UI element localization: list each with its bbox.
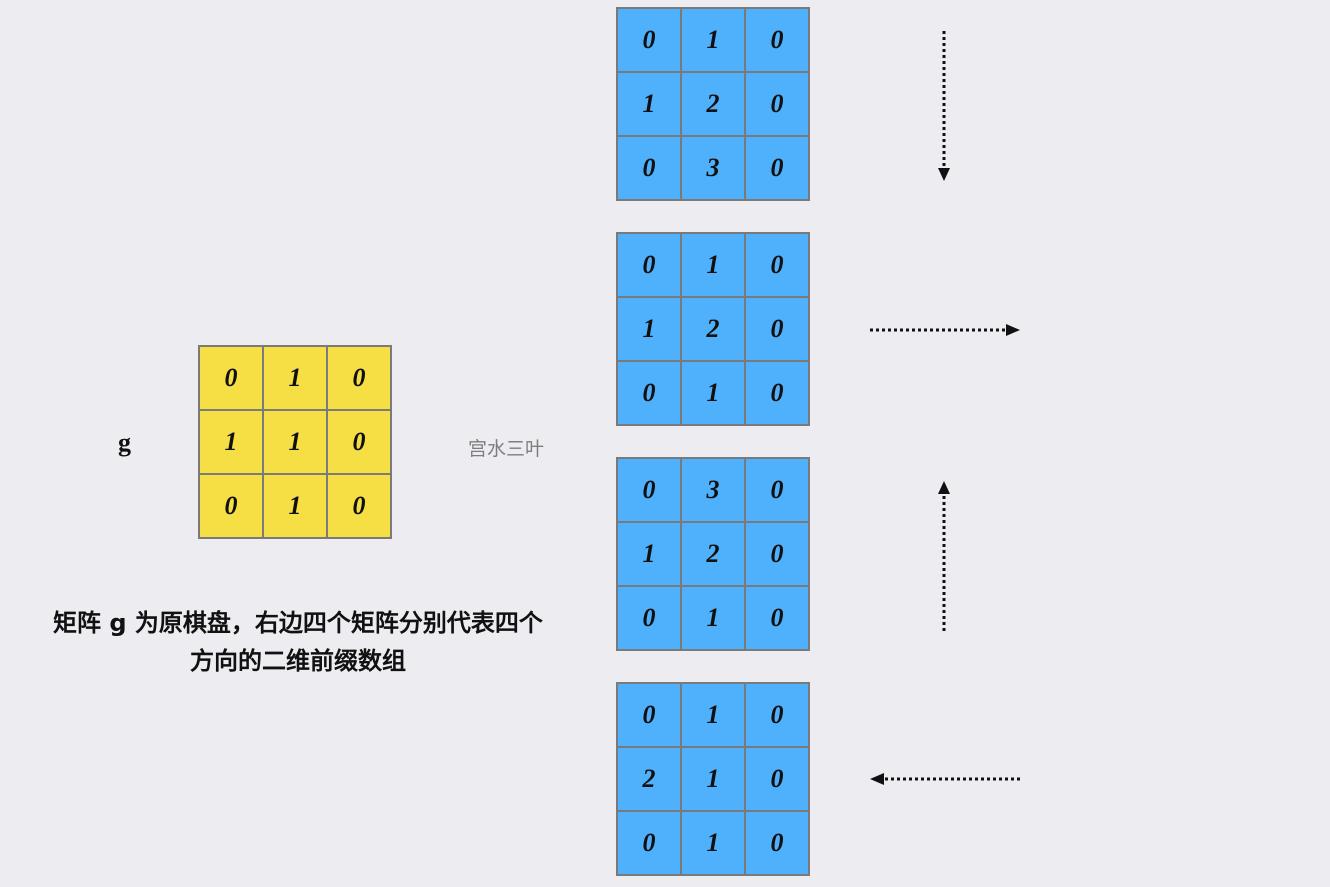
matrix-cell: 0 (617, 586, 681, 650)
caption-line-2: 方向的二维前缀数组 (190, 647, 406, 675)
prefix-matrix-left: 0 1 0 2 1 0 0 1 0 (616, 682, 810, 876)
prefix-matrix-right: 0 1 0 1 2 0 0 1 0 (616, 232, 810, 426)
matrix-cell: 0 (745, 361, 809, 425)
matrix-cell: 0 (199, 346, 263, 410)
matrix-cell: 0 (745, 458, 809, 522)
matrix-cell: 0 (745, 522, 809, 586)
matrix-cell: 0 (745, 297, 809, 361)
matrix-cell: 0 (327, 410, 391, 474)
arrow-down-icon (938, 31, 950, 181)
matrix-cell: 0 (745, 747, 809, 811)
matrix-cell: 1 (681, 233, 745, 297)
caption: 矩阵 g 为原棋盘，右边四个矩阵分别代表四个 方向的二维前缀数组 (20, 604, 576, 680)
prefix-matrix-down: 0 1 0 1 2 0 0 3 0 (616, 7, 810, 201)
matrix-cell: 1 (263, 346, 327, 410)
matrix-cell: 0 (617, 8, 681, 72)
matrix-cell: 0 (327, 346, 391, 410)
arrow-right-icon (870, 324, 1020, 336)
matrix-cell: 0 (617, 811, 681, 875)
matrix-cell: 0 (745, 233, 809, 297)
matrix-cell: 2 (617, 747, 681, 811)
matrix-cell: 2 (681, 522, 745, 586)
arrow-up-icon (938, 481, 950, 631)
original-matrix-grid: 0 1 0 1 1 0 0 1 0 (198, 345, 392, 539)
matrix-cell: 1 (681, 683, 745, 747)
matrix-cell: 1 (681, 811, 745, 875)
matrix-cell: 0 (617, 233, 681, 297)
matrix-cell: 1 (681, 8, 745, 72)
matrix-cell: 0 (745, 811, 809, 875)
arrow-left-icon (870, 773, 1020, 785)
matrix-cell: 1 (617, 72, 681, 136)
matrix-cell: 0 (617, 136, 681, 200)
matrix-cell: 0 (617, 361, 681, 425)
matrix-cell: 0 (745, 8, 809, 72)
matrix-cell: 1 (617, 297, 681, 361)
matrix-cell: 3 (681, 458, 745, 522)
matrix-cell: 1 (199, 410, 263, 474)
matrix-cell: 2 (681, 72, 745, 136)
matrix-cell: 1 (263, 474, 327, 538)
matrix-g-label: g (118, 428, 131, 457)
matrix-cell: 1 (617, 522, 681, 586)
matrix-cell: 0 (745, 136, 809, 200)
matrix-cell: 0 (745, 72, 809, 136)
matrix-cell: 0 (327, 474, 391, 538)
matrix-cell: 0 (199, 474, 263, 538)
matrix-cell: 1 (681, 747, 745, 811)
matrix-cell: 1 (681, 586, 745, 650)
watermark-text: 宫水三叶 (468, 438, 545, 460)
matrix-cell: 0 (745, 586, 809, 650)
matrix-cell: 0 (745, 683, 809, 747)
matrix-cell: 0 (617, 458, 681, 522)
matrix-cell: 2 (681, 297, 745, 361)
matrix-cell: 1 (681, 361, 745, 425)
caption-line-1: 矩阵 g 为原棋盘，右边四个矩阵分别代表四个 (53, 609, 543, 637)
matrix-cell: 1 (263, 410, 327, 474)
matrix-cell: 0 (617, 683, 681, 747)
prefix-matrix-up: 0 3 0 1 2 0 0 1 0 (616, 457, 810, 651)
matrix-cell: 3 (681, 136, 745, 200)
